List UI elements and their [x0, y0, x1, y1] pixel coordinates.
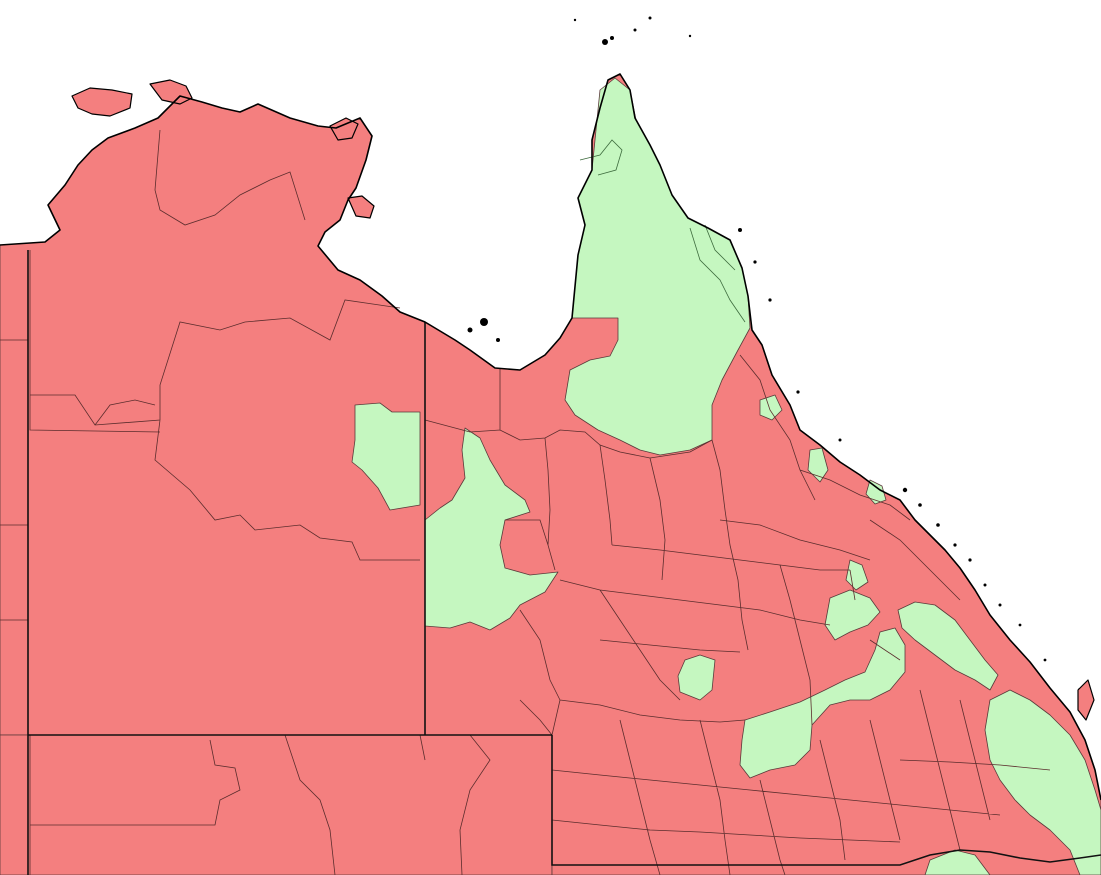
nt-district-lines — [0, 129, 420, 621]
region-coast-green-2 — [984, 689, 1101, 875]
region-gulf-green — [424, 427, 559, 631]
region-nt-green — [351, 402, 421, 511]
region-central-green-2 — [677, 654, 716, 701]
island-north-3 — [347, 195, 375, 219]
state-border-sa-east — [551, 735, 1101, 866]
region-coast-green-1 — [897, 601, 999, 691]
qld-district-lines — [424, 354, 1051, 875]
region-coast-green-3 — [845, 559, 869, 591]
sa-district-lines — [29, 734, 491, 875]
island-north-4 — [329, 117, 359, 141]
coastline — [0, 73, 1101, 801]
island-north-2 — [149, 79, 193, 105]
region-territory-south — [0, 734, 553, 875]
cape-district-lines — [579, 139, 746, 323]
region-coast-green-7 — [759, 394, 783, 421]
region-central-green-1 — [824, 589, 881, 641]
region-coast-green-4 — [807, 447, 829, 483]
region-central-green-3 — [739, 627, 906, 779]
island-east-1 — [1077, 679, 1095, 721]
island-north-1 — [71, 87, 133, 117]
